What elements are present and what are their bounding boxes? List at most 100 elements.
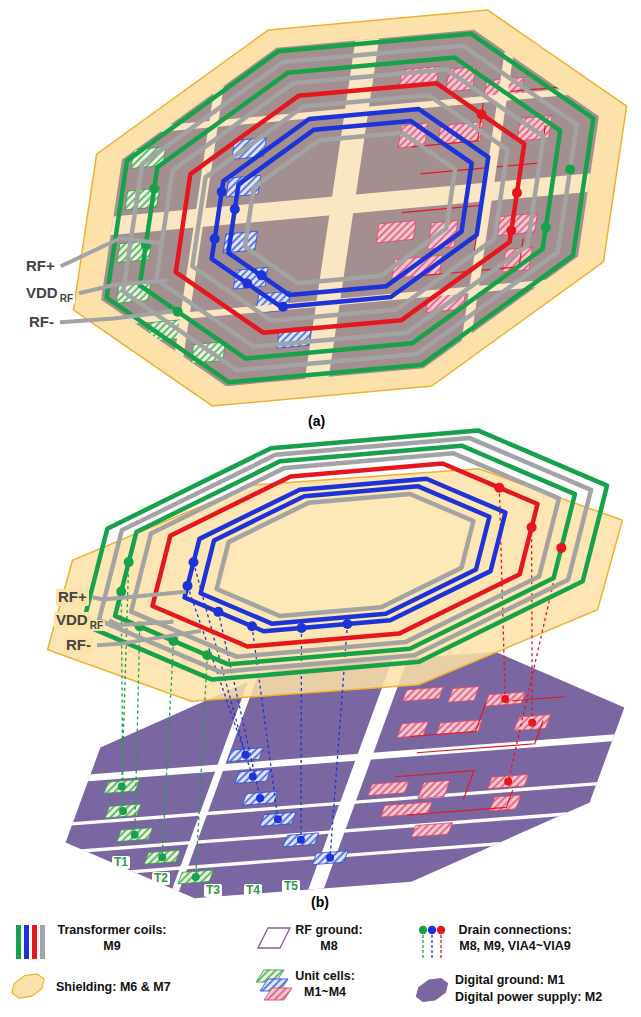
transformer-coil	[115, 446, 575, 665]
drain-via	[342, 619, 352, 629]
drain-via	[173, 307, 183, 317]
legend-text: Unit cells: M1~M4	[292, 968, 358, 1001]
ground-stripe	[9, 728, 641, 787]
unit-cell	[228, 748, 264, 762]
drain-via	[504, 778, 512, 786]
legend-text: Digital power supply: M2	[455, 989, 602, 1005]
drain-via	[274, 815, 282, 823]
transformer-coil	[245, 133, 455, 283]
legend-text: Transformer coils: M9	[54, 922, 170, 955]
signal-label: VDD	[54, 612, 90, 629]
signal-label: VDD	[24, 285, 60, 302]
transformer-coil	[156, 69, 543, 346]
drain-via	[230, 204, 240, 214]
drain-via	[297, 623, 307, 633]
rf-lead	[93, 592, 186, 600]
shield-center	[222, 497, 468, 614]
ground-stripe	[0, 830, 641, 885]
signal-wire	[410, 703, 486, 737]
drain-via	[242, 279, 252, 289]
rf-lead	[109, 620, 173, 625]
drain-via	[131, 831, 139, 839]
legend-text: Drain connections: M8, M9, VIA4~VIA9	[455, 922, 575, 955]
legend-text: RF ground: M8	[292, 922, 366, 955]
drain-via	[241, 751, 249, 759]
drain-sample	[419, 926, 427, 934]
drain-connection	[531, 527, 533, 722]
unit-cell	[402, 687, 443, 701]
cell-label: T3	[204, 884, 222, 897]
legend-swatch	[416, 978, 448, 1002]
drain-connection	[188, 586, 253, 777]
transformer-coil	[192, 95, 507, 321]
unit-cell	[448, 687, 479, 703]
drain-via	[183, 581, 193, 591]
unit-cell	[488, 774, 529, 788]
drain-sample	[422, 930, 423, 958]
rf-ground-sample	[258, 928, 290, 948]
unit-cell	[235, 770, 271, 784]
transformer-coil	[185, 479, 506, 632]
drain-connection	[135, 626, 140, 834]
drain-via	[501, 695, 509, 703]
cell-label: T2	[152, 872, 170, 885]
signal-subscript: RF	[58, 293, 75, 304]
unit-cell	[514, 715, 550, 731]
coil-sample	[24, 925, 29, 959]
drain-via	[247, 621, 257, 631]
drain-via	[494, 483, 504, 493]
rf-leads	[60, 238, 201, 645]
coil-sample	[40, 925, 45, 959]
drain-via	[189, 557, 199, 567]
unit-cell	[260, 812, 296, 826]
ground-stripe	[0, 776, 641, 831]
layer-stack	[0, 0, 641, 466]
signal-label: RF-	[64, 637, 93, 654]
rf-lead	[60, 311, 173, 322]
transformer-coil	[212, 109, 489, 307]
rf-lead	[61, 238, 162, 266]
drain-sample	[431, 930, 432, 958]
unit-cell	[104, 780, 140, 794]
signal-wire	[395, 771, 474, 800]
drain-via	[118, 782, 126, 790]
transformer-coil	[131, 453, 559, 656]
transformer-coil	[176, 83, 525, 332]
transformer-coil	[140, 58, 560, 359]
transformer-coil	[123, 46, 577, 371]
drain-via	[528, 719, 536, 727]
cell-label: T1	[112, 856, 130, 869]
cell-label: T5	[282, 880, 300, 893]
transformer-coil	[152, 463, 537, 646]
legend-text: Digital ground: M1	[455, 972, 565, 988]
drain-via	[506, 225, 516, 235]
drain-via	[210, 234, 220, 244]
signal-subscript: RF	[88, 620, 105, 631]
ground-stripe	[0, 805, 641, 860]
drain-via	[119, 807, 127, 815]
signal-label: RF-	[27, 314, 56, 331]
drain-via	[256, 794, 264, 802]
drain-via	[297, 836, 305, 844]
unit-cell	[412, 823, 453, 837]
drain-via	[326, 854, 334, 862]
signal-wire	[512, 697, 564, 701]
panel-a	[0, 0, 641, 466]
drain-via	[527, 522, 537, 532]
cell-label: T4	[244, 884, 262, 897]
panel-label: (a)	[306, 414, 327, 429]
signal-label: RF+	[56, 589, 89, 606]
drain-via	[149, 184, 159, 194]
drain-via	[116, 587, 126, 597]
drain-via	[512, 188, 522, 198]
drain-connection	[196, 655, 208, 877]
unit-cell	[242, 791, 278, 805]
drain-via	[257, 270, 267, 280]
panel-b	[0, 430, 641, 934]
drain-connection	[162, 641, 173, 857]
drain-via	[278, 302, 288, 312]
unit-cell	[117, 828, 153, 842]
transformer-coil	[201, 486, 490, 623]
